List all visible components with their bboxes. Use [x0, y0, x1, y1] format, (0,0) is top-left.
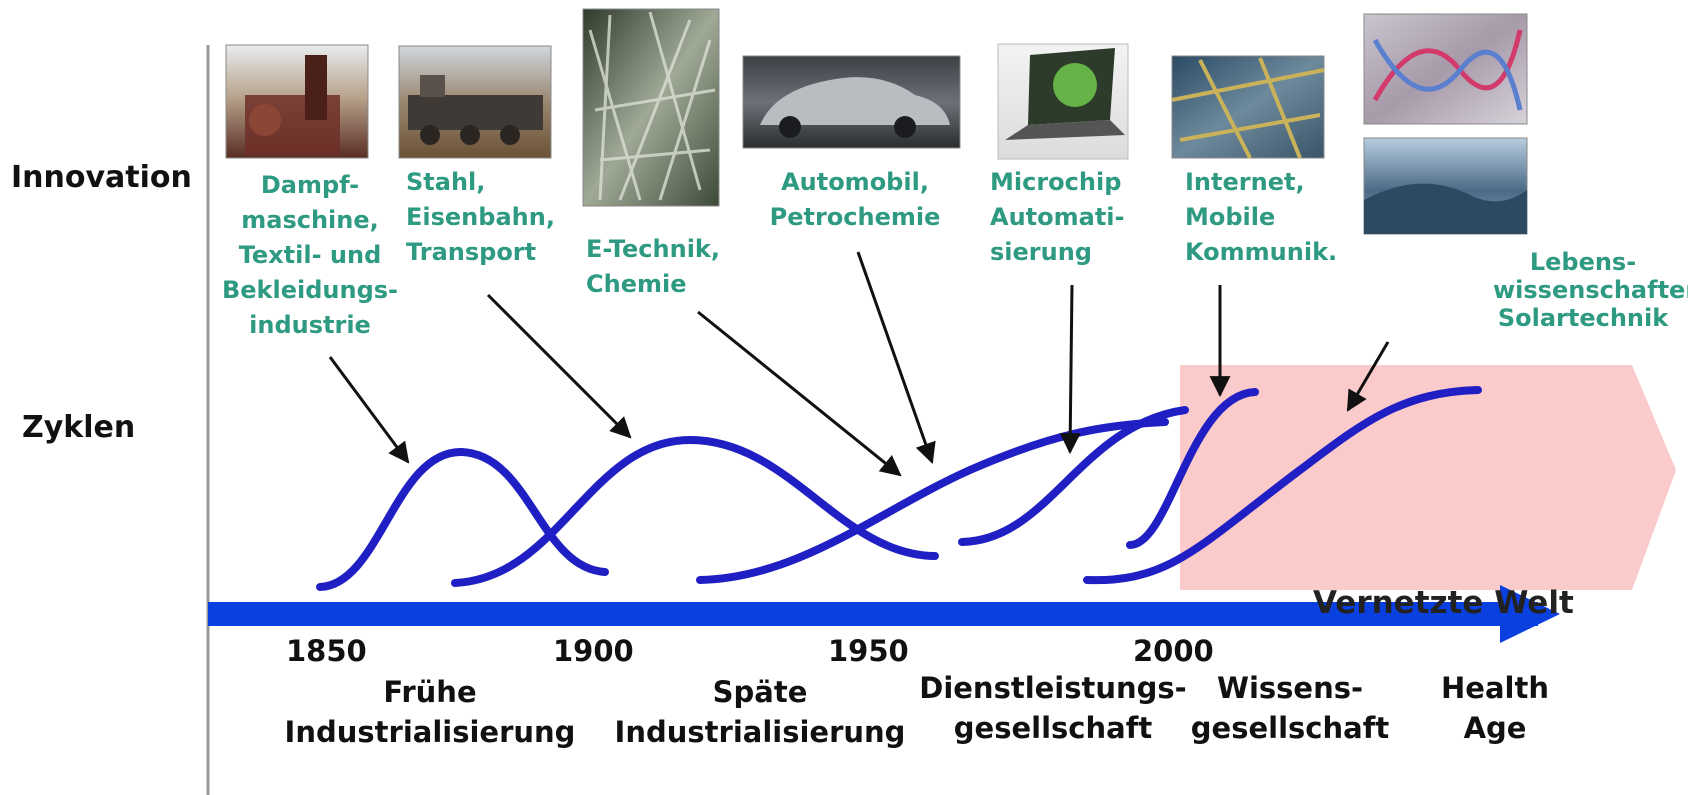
cycle-curve-electric	[696, 418, 1169, 584]
cycle-curve-automobile	[958, 406, 1189, 546]
networked-world-label: Vernetzte Welt	[1313, 585, 1574, 621]
era-wissen: Wissens-gesellschaft	[1190, 671, 1390, 745]
car-photo	[742, 55, 961, 149]
arrow-auto	[856, 251, 936, 464]
year-1900: 1900	[553, 634, 634, 668]
arrow-dampf	[328, 356, 410, 464]
laptop-photo	[997, 43, 1129, 160]
textile-fiber-photo	[582, 8, 720, 207]
arrow-chip	[1059, 284, 1081, 455]
dna-photo	[1363, 13, 1528, 125]
arrow-etech	[697, 310, 902, 477]
steam-machine-photo	[225, 44, 369, 159]
innovation-label-stahl: Stahl,Eisenbahn,Transport	[406, 168, 555, 266]
cycle-curve-steam	[316, 447, 609, 591]
innovation-arrows	[328, 251, 1390, 477]
innovation-label-auto: Automobil,Petrochemie	[769, 168, 941, 231]
innovation-row-label: Innovation	[11, 160, 192, 195]
year-1950: 1950	[828, 634, 909, 668]
solar-landscape-photo	[1363, 137, 1528, 235]
cycle-curve-internet	[1083, 386, 1482, 585]
cycle-curve-microchip	[1126, 388, 1259, 549]
year-1850: 1850	[286, 634, 367, 668]
cycle-curve-steel	[451, 435, 939, 587]
arrow-stahl	[486, 293, 632, 439]
locomotive-photo	[398, 45, 552, 159]
networked-world-region	[1180, 365, 1676, 590]
innovation-label-etech: E-Technik,Chemie	[586, 235, 720, 298]
timeline-arrow	[208, 585, 1560, 643]
year-2000: 2000	[1133, 634, 1214, 668]
cycle-curves	[316, 386, 1482, 591]
era-dienst: Dienstleistungs-gesellschaft	[919, 671, 1187, 745]
cycles-row-label: Zyklen	[22, 410, 136, 445]
circuit-board-photo	[1171, 55, 1325, 159]
arrow-leben	[1346, 341, 1390, 412]
